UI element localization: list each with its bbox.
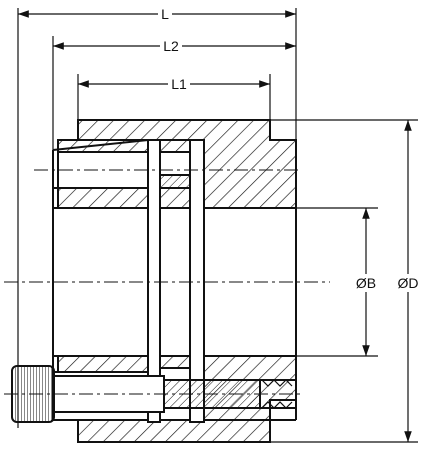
label-B: ØB (356, 275, 376, 291)
label-L2: L2 (163, 38, 179, 54)
center-lines (4, 169, 330, 395)
dimension-labels: L L2 L1 ØB ØD (158, 6, 423, 292)
label-D: ØD (398, 275, 419, 291)
label-L: L (161, 6, 169, 22)
thrust-rings (147, 139, 205, 423)
label-L1: L1 (171, 76, 187, 92)
extension-lines (17, 8, 418, 443)
